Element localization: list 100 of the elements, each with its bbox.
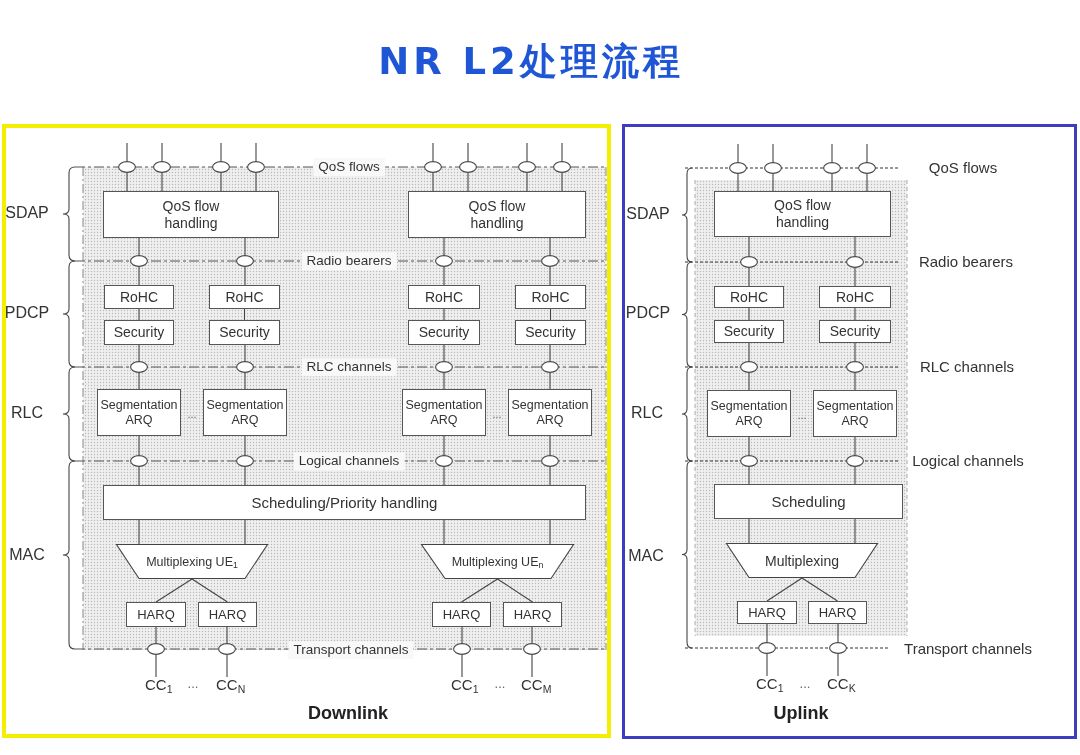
channel-label: QoS flows	[928, 159, 998, 177]
connector-line	[138, 372, 140, 390]
connector-line	[854, 466, 856, 485]
connector-line	[461, 654, 463, 678]
carrier-label: CC$_{N}$	[216, 677, 246, 694]
connector-line	[244, 435, 246, 456]
sap-ellipse	[236, 361, 254, 373]
connector-line	[549, 344, 551, 362]
connector-line	[737, 173, 739, 192]
connector-line	[138, 237, 140, 256]
connector-line	[244, 519, 246, 545]
connector-line	[126, 142, 128, 162]
carrier-label: CC$_{1}$	[451, 677, 479, 694]
sap-ellipse	[846, 361, 864, 373]
sap-ellipse	[740, 361, 758, 373]
connector-line	[854, 372, 856, 391]
connector-line	[138, 435, 140, 456]
connector-line	[531, 654, 533, 678]
channel-label: Transport channels	[904, 640, 1032, 658]
connector-line	[155, 626, 157, 644]
connector-line	[432, 172, 434, 192]
sap-ellipse	[435, 361, 453, 373]
connector-line	[837, 653, 839, 677]
sap-ellipse	[523, 643, 541, 655]
sap-ellipse	[829, 642, 847, 654]
connector-line	[549, 466, 551, 486]
multiplexer-trapezoid: Multiplexing UE$_{1}$	[116, 544, 268, 579]
connector-line	[138, 266, 140, 286]
diagram-panel	[622, 124, 1077, 739]
connector-line	[748, 267, 750, 287]
connector-line	[443, 372, 445, 390]
process-box: Segmentation ARQ	[707, 390, 791, 437]
ellipsis: ...	[494, 676, 506, 692]
process-box: Security	[515, 320, 586, 345]
sap-ellipse	[435, 255, 453, 267]
connector-line	[549, 266, 551, 286]
sap-ellipse	[130, 455, 148, 467]
sap-ellipse	[424, 161, 442, 173]
process-box: Security	[104, 320, 174, 345]
connector-line	[138, 466, 140, 486]
connector-line	[561, 172, 563, 192]
connector-line	[461, 626, 463, 644]
sap-ellipse	[729, 162, 747, 174]
process-box: Segmentation ARQ	[97, 389, 181, 436]
connector-line	[772, 173, 774, 192]
process-box: QoS flow handling	[408, 191, 586, 238]
sap-ellipse	[130, 255, 148, 267]
connector-line	[766, 577, 803, 602]
connector-line	[255, 172, 257, 192]
connector-line	[443, 466, 445, 486]
connector-line	[443, 237, 445, 256]
process-box: Segmentation ARQ	[402, 389, 486, 436]
sap-ellipse	[130, 361, 148, 373]
connector-line	[243, 308, 246, 321]
layer-label: RLC	[11, 403, 43, 423]
connector-line	[549, 308, 552, 321]
connector-line	[432, 142, 434, 162]
process-box: HARQ	[432, 602, 491, 627]
sap-ellipse	[541, 361, 559, 373]
carrier-label: CC$_{1}$	[756, 676, 784, 693]
connector-line	[866, 173, 868, 192]
process-box: RoHC	[515, 285, 586, 309]
connector-line	[866, 143, 868, 163]
connector-line	[255, 142, 257, 162]
process-box: Scheduling	[714, 484, 903, 519]
sap-ellipse	[846, 256, 864, 268]
process-box: QoS flow handling	[103, 191, 279, 238]
process-box: Security	[209, 320, 280, 345]
sap-ellipse	[823, 162, 841, 174]
process-box: Security	[408, 320, 480, 345]
connector-line	[226, 654, 228, 678]
sap-ellipse	[247, 161, 265, 173]
panel-title: Uplink	[773, 702, 829, 724]
connector-line	[526, 142, 528, 162]
process-box: HARQ	[126, 602, 186, 627]
connector-line	[467, 142, 469, 162]
connector-line	[138, 519, 140, 545]
sap-ellipse	[758, 642, 776, 654]
connector-line	[244, 372, 246, 390]
process-box: Segmentation ARQ	[508, 389, 592, 436]
multiplexer-trapezoid: Multiplexing UE$_{n}$	[421, 544, 574, 579]
connector-line	[748, 236, 750, 257]
layer-label: PDCP	[625, 303, 671, 323]
connector-line	[549, 519, 551, 545]
channel-label: RLC channels	[301, 358, 397, 376]
connector-line	[831, 173, 833, 192]
sap-ellipse	[541, 455, 559, 467]
connector-line	[748, 307, 750, 321]
channel-label: QoS flows	[313, 158, 385, 176]
connector-line	[226, 626, 228, 644]
process-box: Segmentation ARQ	[813, 390, 897, 437]
layer-label: SDAP	[626, 204, 670, 224]
connector-line	[766, 623, 768, 643]
sap-ellipse	[218, 643, 236, 655]
process-box: Security	[714, 320, 784, 343]
channel-label: Radio bearers	[918, 253, 1014, 271]
sap-ellipse	[858, 162, 876, 174]
sap-ellipse	[236, 455, 254, 467]
connector-line	[854, 307, 856, 321]
carrier-label: CC$_{M}$	[521, 677, 552, 694]
